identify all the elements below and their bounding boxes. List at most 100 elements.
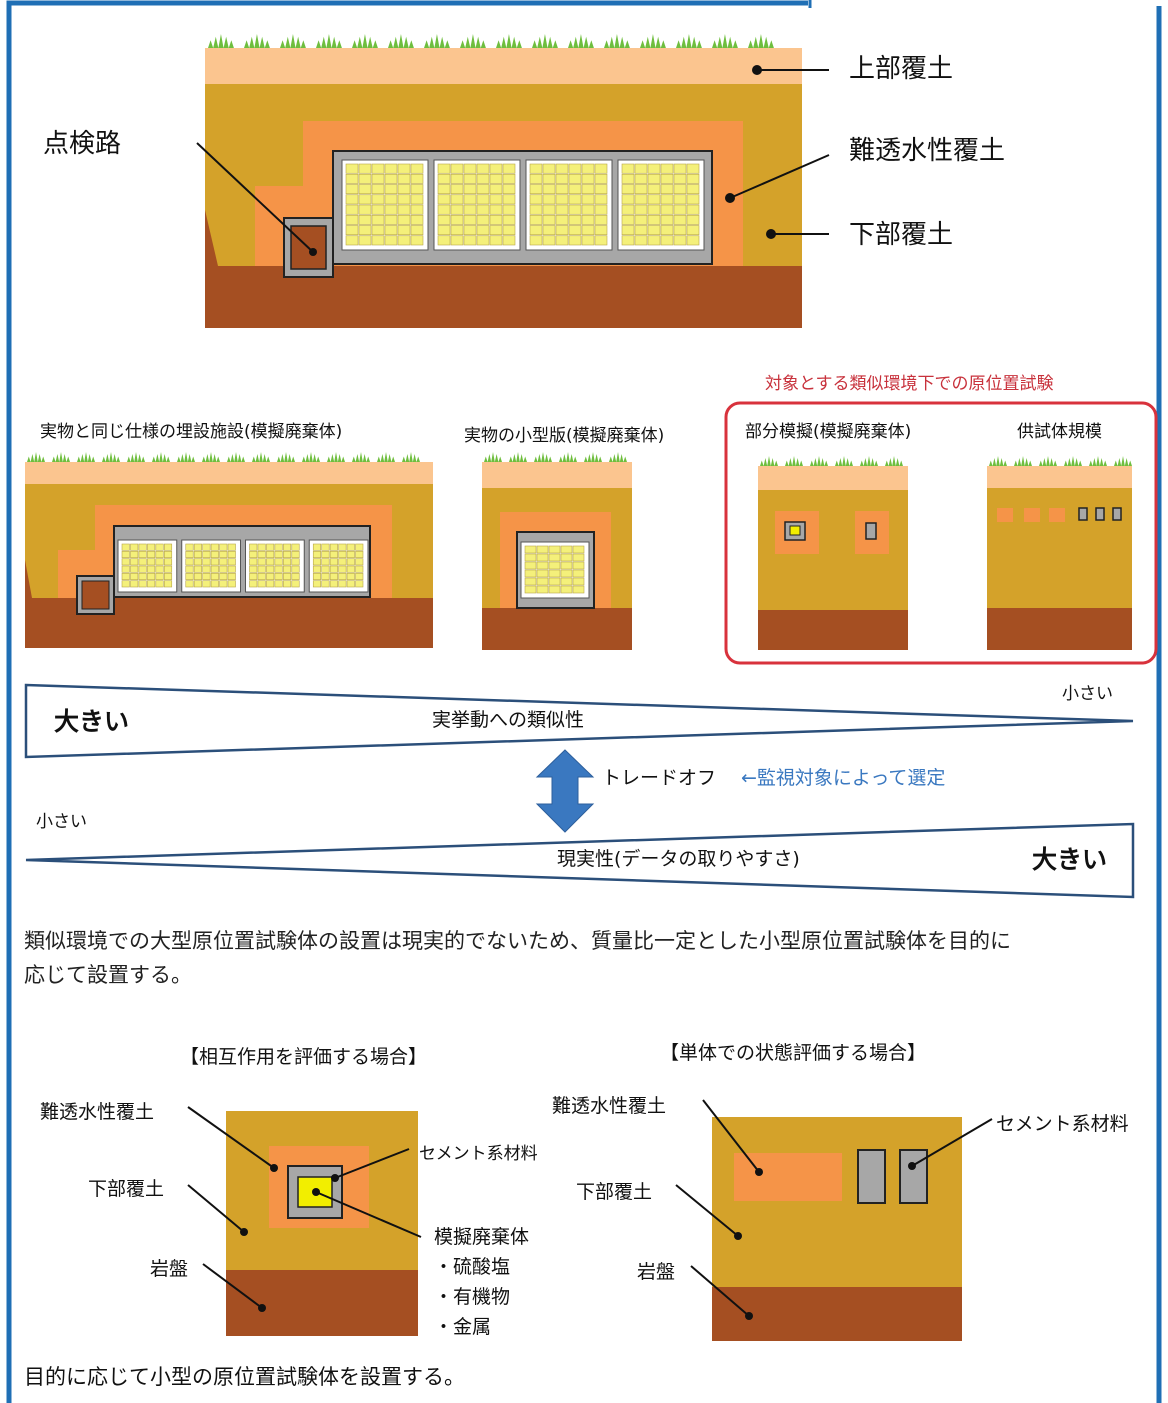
waste-cell bbox=[202, 551, 211, 558]
waste-cell bbox=[283, 558, 292, 566]
waste-cell bbox=[283, 543, 292, 551]
waste-cell bbox=[321, 565, 330, 573]
waste-cell bbox=[572, 553, 585, 562]
waste-cell bbox=[572, 577, 585, 586]
waste-cell bbox=[660, 194, 674, 205]
waste-cell bbox=[536, 545, 549, 554]
waste-cell bbox=[163, 565, 173, 573]
waste-cell bbox=[130, 565, 139, 573]
red-box-title: 対象とする類似環境下での原位置試験 bbox=[765, 374, 1054, 394]
grass-tuft bbox=[424, 34, 450, 48]
waste-cell bbox=[266, 558, 275, 566]
waste-cell bbox=[185, 543, 194, 551]
waste-cell bbox=[321, 543, 330, 551]
waste-cell bbox=[686, 184, 700, 195]
waste-cell bbox=[673, 225, 687, 236]
waste-cell bbox=[476, 204, 490, 215]
waste-cell bbox=[371, 163, 385, 174]
waste-cell bbox=[560, 561, 573, 570]
waste-cell bbox=[249, 543, 258, 551]
waste-cell bbox=[219, 580, 228, 588]
waste-cell bbox=[138, 580, 147, 588]
grass-tuft bbox=[584, 452, 602, 462]
waste-cell bbox=[621, 184, 635, 195]
reality-small: 小さい bbox=[36, 812, 87, 832]
waste-cell bbox=[257, 551, 266, 558]
waste-cell bbox=[384, 225, 398, 236]
waste-cell bbox=[346, 573, 355, 580]
waste-cell bbox=[647, 235, 661, 246]
waste-cell bbox=[346, 580, 355, 588]
waste-cell bbox=[147, 573, 156, 580]
waste-cell bbox=[542, 235, 556, 246]
waste-cell bbox=[202, 558, 211, 566]
waste-cell bbox=[686, 194, 700, 205]
grass-tuft bbox=[277, 452, 295, 462]
waste-cell bbox=[227, 573, 236, 580]
waste-cell bbox=[572, 585, 585, 594]
waste-cell bbox=[274, 565, 283, 573]
waste-cell bbox=[291, 558, 300, 566]
waste-cell bbox=[371, 173, 385, 184]
grass-tuft bbox=[316, 34, 342, 48]
waste-cell bbox=[193, 573, 202, 580]
grass-tuft bbox=[252, 452, 270, 462]
grass-tuft bbox=[227, 452, 245, 462]
waste-cell bbox=[647, 184, 661, 195]
waste-cell bbox=[397, 214, 411, 225]
waste-cell bbox=[227, 551, 236, 558]
similarity-big: 大きい bbox=[54, 707, 130, 736]
waste-cell bbox=[329, 551, 338, 558]
waste-cell bbox=[529, 214, 543, 225]
label-barrier-soil: 難透水性覆土 bbox=[849, 136, 1006, 166]
waste-cell bbox=[249, 565, 258, 573]
grass-tuft bbox=[1089, 456, 1107, 466]
waste-cell bbox=[163, 558, 173, 566]
grass-tuft bbox=[496, 34, 522, 48]
waste-cell bbox=[686, 235, 700, 246]
grass-tuft bbox=[484, 452, 502, 462]
waste-cell bbox=[227, 543, 236, 551]
waste-cell bbox=[536, 585, 549, 594]
waste-cell bbox=[397, 204, 411, 215]
waste-cell bbox=[384, 235, 398, 246]
waste-cell bbox=[321, 551, 330, 558]
waste-cell bbox=[338, 558, 347, 566]
waste-cell bbox=[463, 173, 477, 184]
waste-cell bbox=[329, 558, 338, 566]
waste-cell bbox=[249, 580, 258, 588]
waste-cell bbox=[138, 573, 147, 580]
waste-cell bbox=[274, 573, 283, 580]
waste-cell bbox=[437, 173, 451, 184]
grass-tuft bbox=[810, 456, 828, 466]
waste-cell bbox=[647, 225, 661, 236]
waste-cell bbox=[660, 163, 674, 174]
waste-cell bbox=[450, 184, 464, 195]
standalone-diagram bbox=[675, 1099, 993, 1341]
waste-cell bbox=[536, 561, 549, 570]
waste-cell bbox=[384, 204, 398, 215]
waste-cell bbox=[346, 558, 355, 566]
waste-cell bbox=[210, 573, 219, 580]
waste-cell bbox=[568, 204, 582, 215]
grass-tuft bbox=[559, 452, 577, 462]
waste-cell bbox=[371, 184, 385, 195]
waste-cell bbox=[384, 163, 398, 174]
waste-cell bbox=[581, 184, 595, 195]
waste-cell bbox=[274, 580, 283, 588]
waste-cell bbox=[346, 551, 355, 558]
grass-tuft bbox=[302, 452, 320, 462]
tradeoff-note: ←監視対象によって選定 bbox=[741, 767, 946, 789]
waste-cell bbox=[572, 561, 585, 570]
waste-cell bbox=[581, 225, 595, 236]
waste-cell bbox=[121, 573, 130, 580]
waste-cell bbox=[463, 163, 477, 174]
grass-tuft bbox=[1064, 456, 1082, 466]
grass-tuft bbox=[102, 452, 120, 462]
left-lower-label: 下部覆土 bbox=[88, 1178, 165, 1200]
frame bbox=[6, 0, 1162, 1403]
waste-cell bbox=[542, 194, 556, 205]
waste-cell bbox=[155, 580, 164, 588]
option1-label: 実物と同じ仕様の埋設施設(模擬廃棄体) bbox=[40, 422, 343, 442]
